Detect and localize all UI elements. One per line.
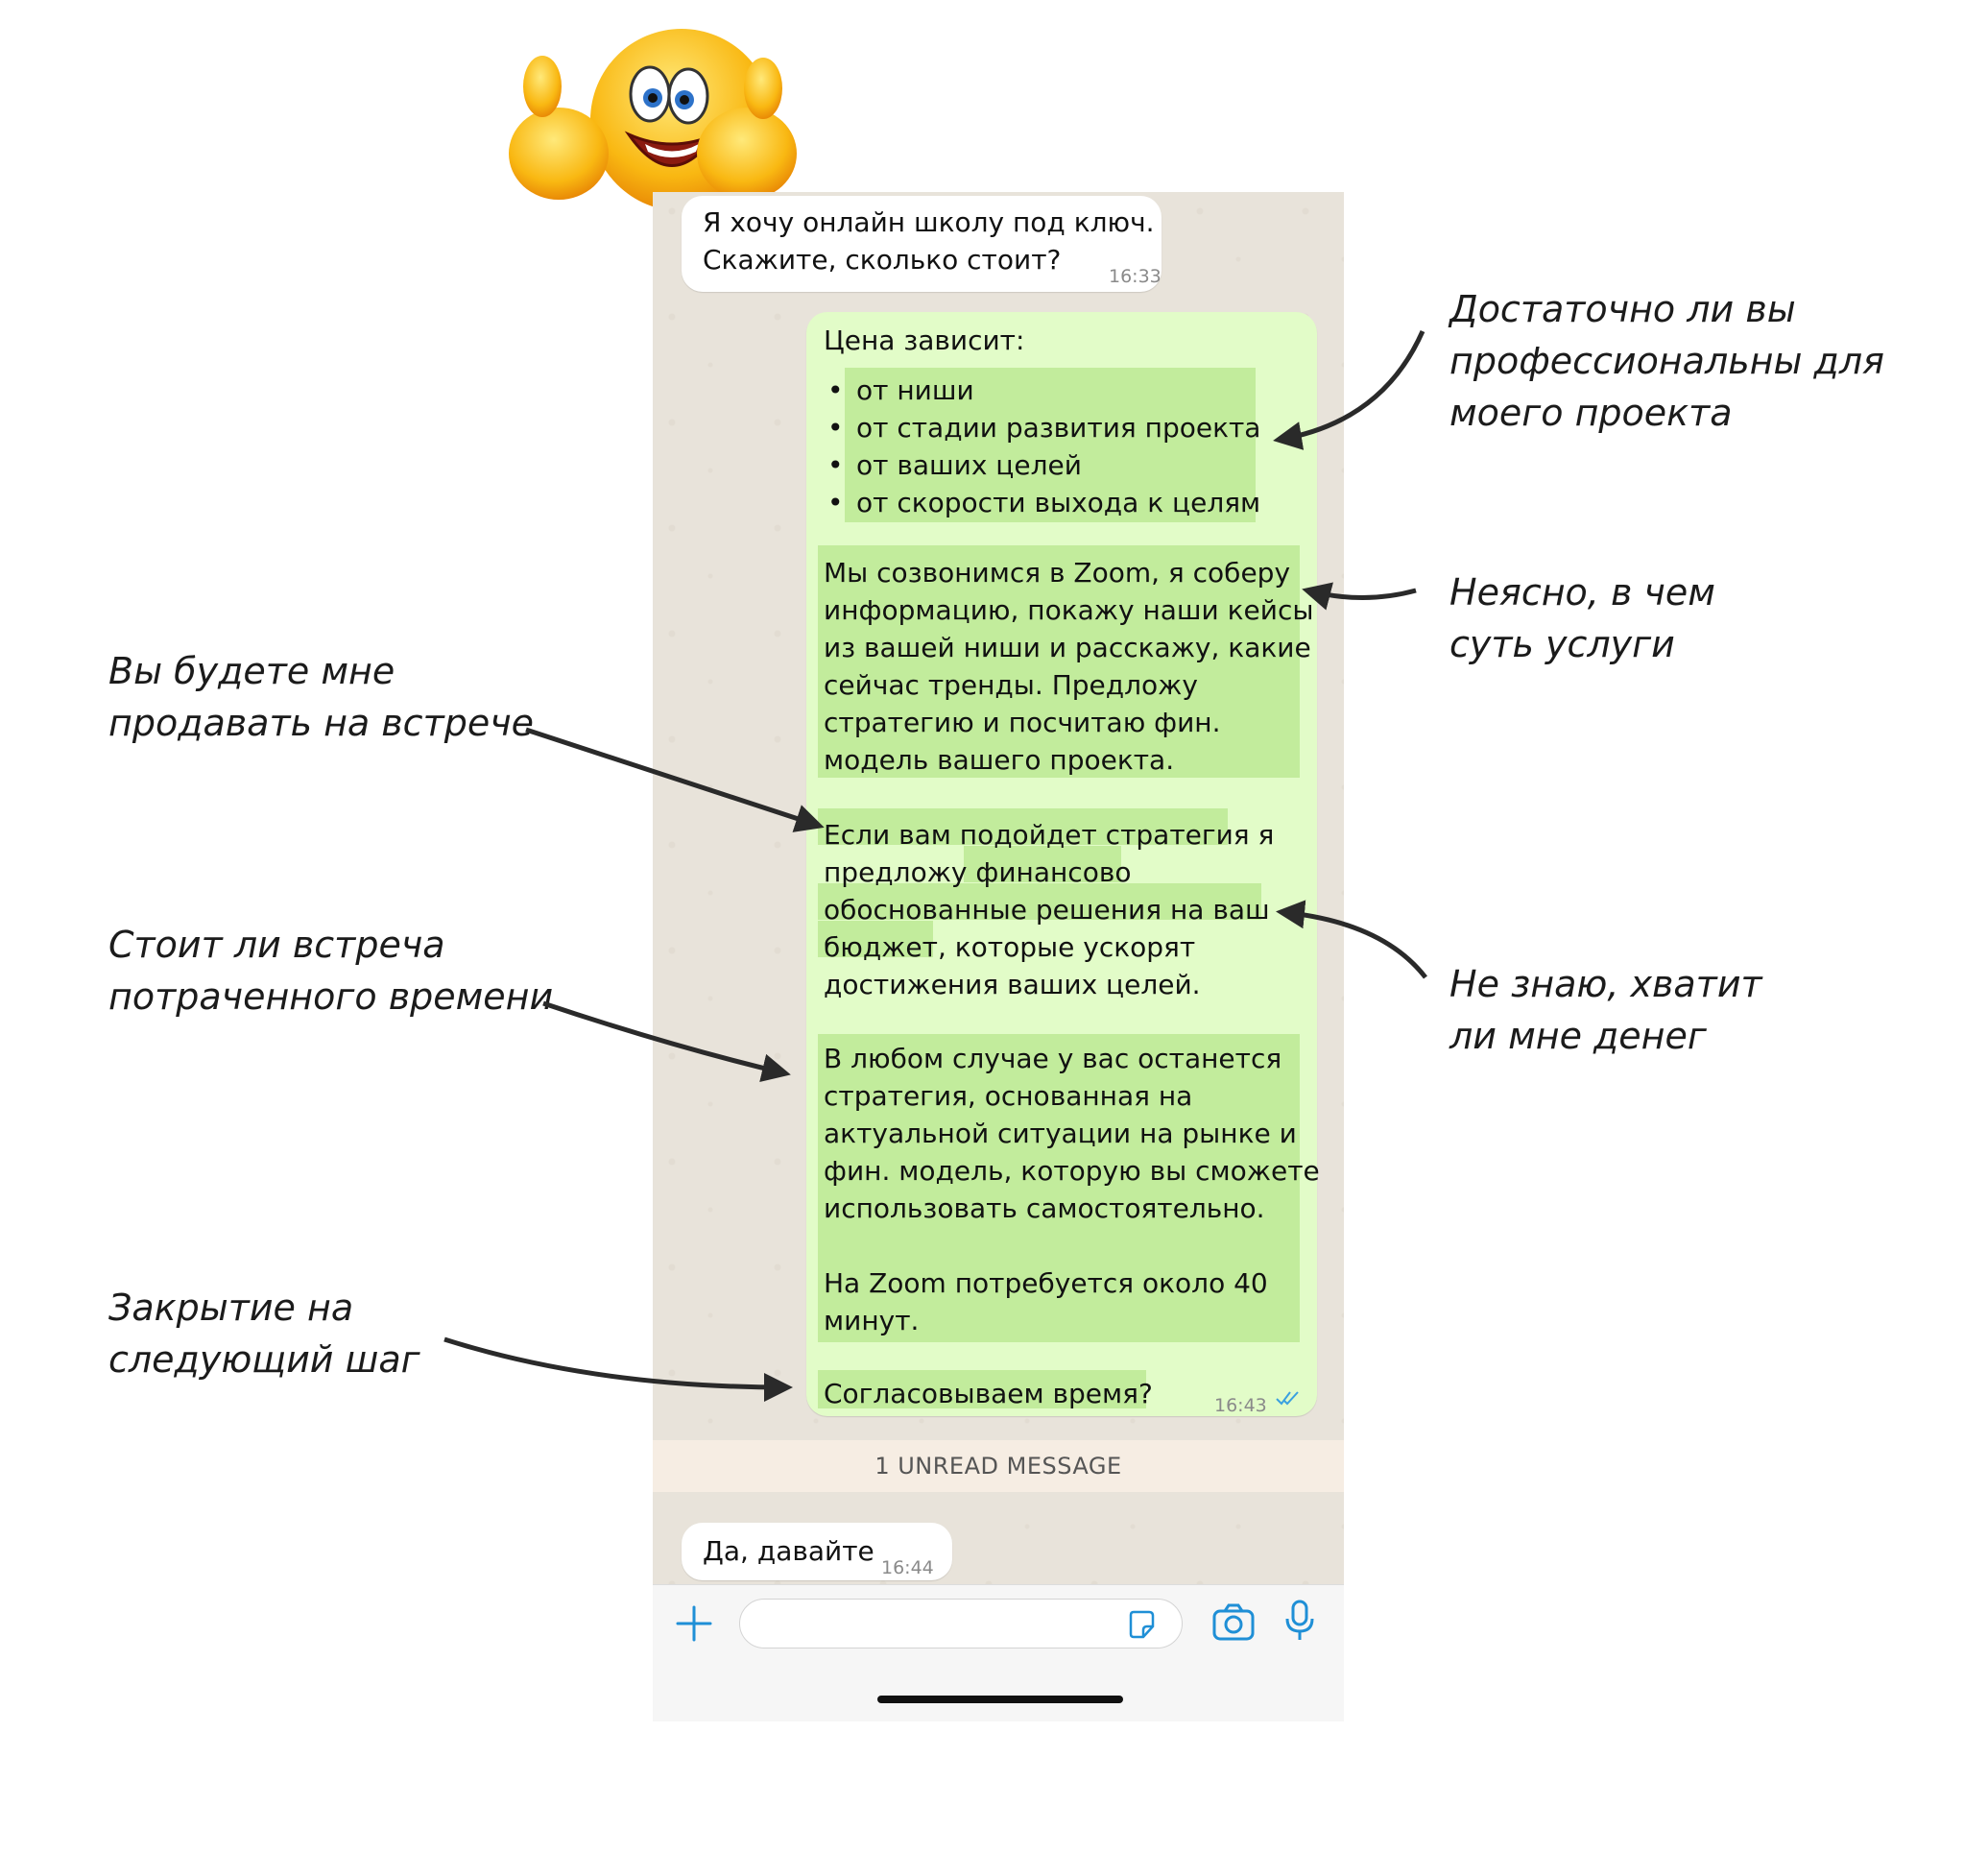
plus-icon[interactable] <box>674 1603 714 1644</box>
chat-screen: Я хочу онлайн школу под ключ. Скажите, с… <box>653 192 1344 1721</box>
message-text: Да, давайте <box>703 1535 874 1567</box>
paragraph-line: Мы созвонимся в Zoom, я соберу <box>824 557 1291 589</box>
message-line: Скажите, сколько стоит? <box>703 244 1062 276</box>
paragraph-text: Если вам подойдет стратегия я <box>824 819 1275 851</box>
highlight-closing <box>818 1370 1146 1408</box>
paragraph-text: достижения ваших целей. <box>824 969 1201 1000</box>
message-time: 16:43 <box>1214 1395 1267 1416</box>
bullet-item: от скорости выхода к целям <box>856 487 1261 518</box>
paragraph-line: сейчас тренды. Предложу <box>824 669 1198 701</box>
message-input-bar <box>653 1584 1344 1721</box>
sticker-icon[interactable] <box>1126 1609 1157 1640</box>
paragraph-text: бюджет, которые ускорят <box>824 931 1196 963</box>
paragraph-text: обоснованные решения на ваш <box>824 894 1270 926</box>
highlight-strategy <box>818 808 1228 845</box>
message-time: 16:33 <box>1109 266 1162 287</box>
highlight-finance <box>964 846 1121 882</box>
paragraph-line: На Zoom потребуется около 40 <box>824 1267 1268 1299</box>
highlight-budget <box>818 921 933 957</box>
emoji-face <box>590 29 773 211</box>
incoming-message[interactable]: Я хочу онлайн школу под ключ. Скажите, с… <box>682 196 1162 292</box>
bullet-item: от стадии развития проекта <box>856 412 1261 444</box>
bullet-dot: • <box>827 487 844 518</box>
paragraph-line: стратегия, основанная на <box>824 1080 1193 1112</box>
paragraph-line: информацию, покажу наши кейсы <box>824 594 1314 626</box>
paragraph-text: предложу финансово <box>824 856 1132 888</box>
microphone-icon[interactable] <box>1282 1599 1317 1643</box>
paragraph-line: стратегию и посчитаю фин. <box>824 707 1221 738</box>
highlight-bullets <box>845 368 1256 522</box>
message-line: Я хочу онлайн школу под ключ. <box>703 206 1155 238</box>
highlight-paragraph-1 <box>818 545 1300 778</box>
bullet-dot: • <box>827 374 844 406</box>
paragraph-line: модель вашего проекта. <box>824 744 1175 776</box>
paragraph-line: В любом случае у вас останется <box>824 1043 1282 1074</box>
paragraph-line: использовать самостоятельно. <box>824 1192 1265 1224</box>
read-receipt-icon <box>1276 1391 1299 1406</box>
home-indicator <box>877 1696 1123 1703</box>
paragraph-line: минут. <box>824 1305 920 1336</box>
bullet-item: от ваших целей <box>856 449 1082 481</box>
camera-icon[interactable] <box>1211 1602 1256 1643</box>
incoming-message[interactable]: Да, давайте 16:44 <box>682 1523 952 1580</box>
paragraph-line: из вашей ниши и расскажу, какие <box>824 632 1311 663</box>
paragraph-line: фин. модель, которую вы сможете <box>824 1155 1320 1187</box>
unread-divider: 1 UNREAD MESSAGE <box>653 1440 1344 1492</box>
bullet-dot: • <box>827 412 844 444</box>
outgoing-message[interactable]: Цена зависит: • от ниши • от стадии разв… <box>806 312 1320 1416</box>
bullet-dot: • <box>827 449 844 481</box>
thumb-right <box>697 58 797 200</box>
thumb-left <box>509 56 609 200</box>
reply-intro: Цена зависит: <box>824 325 1025 356</box>
highlight-solutions <box>818 883 1261 920</box>
closing-question: Согласовываем время? <box>824 1378 1153 1409</box>
paragraph-line: актуальной ситуации на рынке и <box>824 1118 1297 1149</box>
message-input[interactable] <box>739 1599 1183 1648</box>
bullet-item: от ниши <box>856 374 974 406</box>
highlight-paragraph-3 <box>818 1034 1300 1342</box>
message-time: 16:44 <box>881 1557 934 1578</box>
